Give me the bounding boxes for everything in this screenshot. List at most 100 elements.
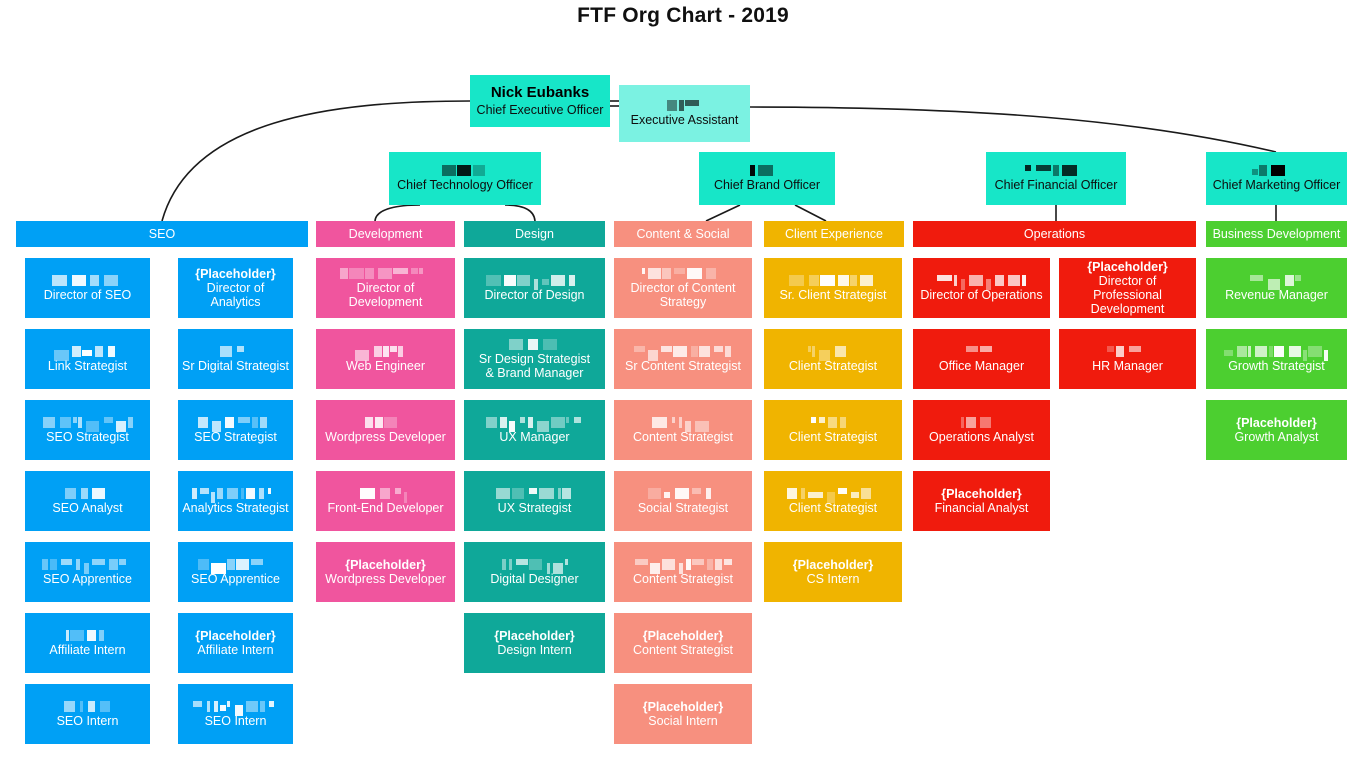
node-content-social-0-1[interactable]: Sr Content Strategist <box>614 329 752 389</box>
node-operations-0-3[interactable]: {Placeholder}Financial Analyst <box>913 471 1050 531</box>
node-officer-2[interactable]: Chief Financial Officer <box>986 152 1126 205</box>
role-label: Content Strategist <box>632 571 734 586</box>
node-seo-1-6[interactable]: SEO Intern <box>178 684 293 744</box>
node-seo-1-0[interactable]: {Placeholder}Director of Analytics <box>178 258 293 318</box>
dept-header-seo[interactable]: SEO <box>16 221 308 247</box>
node-seo-1-4[interactable]: SEO Apprentice <box>178 542 293 602</box>
node-seo-1-3[interactable]: Analytics Strategist <box>178 471 293 531</box>
node-client-experience-0-3[interactable]: Client Strategist <box>764 471 902 531</box>
node-seo-1-5[interactable]: {Placeholder}Affiliate Intern <box>178 613 293 673</box>
node-seo-0-3[interactable]: SEO Analyst <box>25 471 150 531</box>
role-label: Digital Designer <box>490 571 579 586</box>
node-operations-0-0[interactable]: Director of Operations <box>913 258 1050 318</box>
node-officer-1[interactable]: Chief Brand Officer <box>699 152 835 205</box>
node-design-0-2[interactable]: UX Manager <box>464 400 605 460</box>
node-design-0-3[interactable]: UX Strategist <box>464 471 605 531</box>
dept-header-business-development[interactable]: Business Development <box>1206 221 1347 247</box>
node-development-0-1[interactable]: Web Engineer <box>316 329 455 389</box>
node-seo-1-1[interactable]: Sr Digital Strategist <box>178 329 293 389</box>
dept-header-development[interactable]: Development <box>316 221 455 247</box>
role-label: Operations Analyst <box>929 429 1034 444</box>
node-design-0-1[interactable]: Sr Design Strategist & Brand Manager <box>464 329 605 389</box>
role-label: Executive Assistant <box>630 113 739 127</box>
role-label: Social Intern <box>648 714 718 728</box>
node-business-development-0-1[interactable]: Growth Strategist <box>1206 329 1347 389</box>
node-seo-0-1[interactable]: Link Strategist <box>25 329 150 389</box>
role-label: Client Strategist <box>788 500 878 515</box>
dept-header-operations[interactable]: Operations <box>913 221 1196 247</box>
node-content-social-0-4[interactable]: Content Strategist <box>614 542 752 602</box>
connector-cbo-to-content <box>705 204 741 222</box>
node-client-experience-0-0[interactable]: Sr. Client Strategist <box>764 258 902 318</box>
node-client-experience-0-2[interactable]: Client Strategist <box>764 400 902 460</box>
placeholder-label: {Placeholder} <box>642 700 724 714</box>
role-label: Sr Content Strategist <box>624 358 742 373</box>
node-business-development-0-2[interactable]: {Placeholder}Growth Analyst <box>1206 400 1347 460</box>
node-seo-0-2[interactable]: SEO Strategist <box>25 400 150 460</box>
redacted-name <box>495 487 574 499</box>
redacted-name <box>961 416 1002 428</box>
role-label: Chief Executive Officer <box>476 102 604 117</box>
dept-header-label: Development <box>348 227 423 241</box>
role-label: Client Strategist <box>788 429 878 444</box>
role-label: Sr Digital Strategist <box>182 358 289 373</box>
role-label: SEO Apprentice <box>43 571 132 586</box>
redacted-name <box>750 165 784 176</box>
redacted-name <box>42 416 133 432</box>
redacted-name <box>485 416 584 432</box>
dept-header-content-social[interactable]: Content & Social <box>614 221 752 247</box>
node-design-0-5[interactable]: {Placeholder}Design Intern <box>464 613 605 673</box>
node-content-social-0-5[interactable]: {Placeholder}Content Strategist <box>614 613 752 673</box>
node-content-social-0-2[interactable]: Content Strategist <box>614 400 752 460</box>
redacted-name <box>340 267 431 279</box>
redacted-name <box>41 558 134 574</box>
node-operations-1-1[interactable]: HR Manager <box>1059 329 1196 389</box>
node-operations-0-2[interactable]: Operations Analyst <box>913 400 1050 460</box>
dept-header-client-experience[interactable]: Client Experience <box>764 221 904 247</box>
node-business-development-0-0[interactable]: Revenue Manager <box>1206 258 1347 318</box>
redacted-name <box>192 700 279 716</box>
redacted-name <box>810 416 856 428</box>
redacted-name <box>1223 345 1330 361</box>
node-development-0-0[interactable]: Director of Development <box>316 258 455 318</box>
node-executive-assistant[interactable]: Executive Assistant <box>619 85 750 142</box>
connector-cbo-to-client <box>794 204 827 222</box>
node-content-social-0-6[interactable]: {Placeholder}Social Intern <box>614 684 752 744</box>
dept-header-design[interactable]: Design <box>464 221 605 247</box>
redacted-name <box>501 558 568 574</box>
redacted-name <box>65 629 110 641</box>
role-label: CS Intern <box>806 572 860 586</box>
redacted-name <box>65 487 110 499</box>
node-officer-3[interactable]: Chief Marketing Officer <box>1206 152 1347 205</box>
node-client-experience-0-4[interactable]: {Placeholder}CS Intern <box>764 542 902 602</box>
role-label: SEO Intern <box>204 713 267 728</box>
placeholder-label: {Placeholder} <box>792 558 874 572</box>
node-seo-0-4[interactable]: SEO Apprentice <box>25 542 150 602</box>
node-content-social-0-3[interactable]: Social Strategist <box>614 471 752 531</box>
node-seo-1-2[interactable]: SEO Strategist <box>178 400 293 460</box>
node-development-0-2[interactable]: Wordpress Developer <box>316 400 455 460</box>
role-label: Content Strategist <box>632 643 734 657</box>
role-label: Director of Design <box>484 287 585 302</box>
node-design-0-0[interactable]: Director of Design <box>464 258 605 318</box>
node-content-social-0-0[interactable]: Director of Content Strategy <box>614 258 752 318</box>
node-seo-0-0[interactable]: Director of SEO <box>25 258 150 318</box>
node-seo-0-5[interactable]: Affiliate Intern <box>25 613 150 673</box>
node-client-experience-0-1[interactable]: Client Strategist <box>764 329 902 389</box>
connector-ea-to-cmo <box>749 106 1277 153</box>
placeholder-label: {Placeholder} <box>195 629 276 643</box>
role-label: Director of Development <box>348 280 423 309</box>
dept-header-label: Business Development <box>1212 227 1341 241</box>
node-officer-0[interactable]: Chief Technology Officer <box>389 152 541 205</box>
redacted-name <box>198 416 273 432</box>
node-seo-0-6[interactable]: SEO Intern <box>25 684 150 744</box>
node-development-0-4[interactable]: {Placeholder}Wordpress Developer <box>316 542 455 602</box>
role-label: Office Manager <box>938 358 1025 373</box>
node-development-0-3[interactable]: Front-End Developer <box>316 471 455 531</box>
placeholder-label: {Placeholder} <box>195 267 276 281</box>
node-operations-1-0[interactable]: {Placeholder}Director of Professional De… <box>1059 258 1196 318</box>
node-operations-0-1[interactable]: Office Manager <box>913 329 1050 389</box>
node-design-0-4[interactable]: Digital Designer <box>464 542 605 602</box>
role-label: Director of Operations <box>920 287 1043 302</box>
